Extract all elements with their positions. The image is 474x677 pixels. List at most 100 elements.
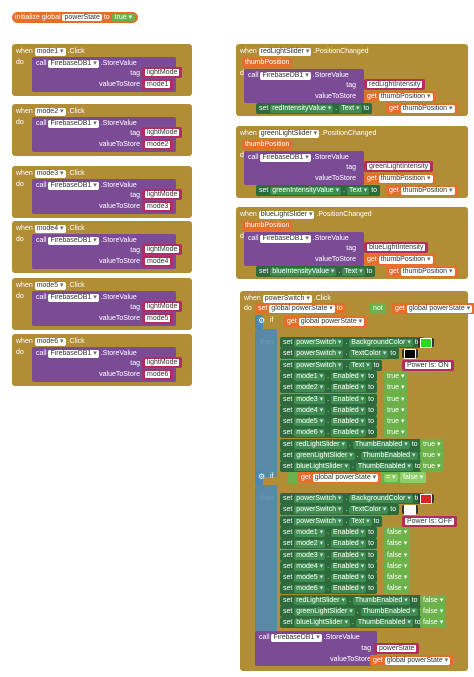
component-dropdown[interactable]: powerSwitch <box>294 495 344 503</box>
get-global-powerState[interactable]: get global powerState <box>284 316 368 327</box>
component-dropdown[interactable]: blueLightSlider <box>258 211 315 219</box>
property-dropdown[interactable]: Text <box>339 105 362 113</box>
storevalue-call[interactable]: call FirebaseDB1 .StoreValuetagvalueToSt… <box>32 179 183 214</box>
get-thumbPosition[interactable]: get thumbPosition <box>386 266 458 277</box>
property-dropdown[interactable]: Text <box>342 268 365 276</box>
boolean-block[interactable]: true ▾ <box>384 416 408 428</box>
component-dropdown[interactable]: mode1 <box>294 372 326 381</box>
gear-icon[interactable]: ⚙ <box>258 316 266 325</box>
property-dropdown[interactable]: Enabled <box>331 574 367 583</box>
equals-dropdown[interactable]: = <box>384 472 398 483</box>
firebase-dropdown[interactable]: FirebaseDB1 <box>260 72 311 80</box>
component-dropdown[interactable]: mode2 <box>34 108 66 116</box>
value-string[interactable]: mode4 <box>142 256 174 267</box>
set-powerSwitch-Text[interactable]: set powerSwitch . Text to <box>280 359 383 371</box>
component-dropdown[interactable]: blueLightSlider <box>294 619 351 628</box>
component-dropdown[interactable]: blueIntensityValue <box>270 268 337 276</box>
component-dropdown[interactable]: powerSwitch <box>294 506 344 515</box>
tag-string[interactable]: lightMode <box>142 127 183 138</box>
component-dropdown[interactable]: powerSwitch <box>262 295 312 303</box>
boolean-block[interactable]: false ▾ <box>384 560 411 572</box>
property-dropdown[interactable]: ThumbEnabled <box>352 440 410 449</box>
component-dropdown[interactable]: greenLightSlider <box>294 608 355 616</box>
component-dropdown[interactable]: greenIntensityValue <box>270 187 342 195</box>
property-dropdown[interactable]: Enabled <box>331 372 367 381</box>
get-thumbPosition[interactable]: get thumbPosition <box>364 91 436 102</box>
text-string[interactable]: Power Is: ON <box>402 359 454 371</box>
property-dropdown[interactable]: ThumbEnabled <box>355 463 413 472</box>
property-dropdown[interactable]: Enabled <box>331 540 367 549</box>
component-dropdown[interactable]: mode5 <box>294 574 326 583</box>
tag-string[interactable]: greenLightIntensity <box>364 161 434 172</box>
gear-icon[interactable]: ⚙ <box>258 472 266 481</box>
variable-name-field[interactable]: powerState <box>62 14 102 21</box>
set-powerSwitch-TextColor[interactable]: set powerSwitch . TextColor to <box>280 504 400 516</box>
storevalue-call[interactable]: call FirebaseDB1 .StoreValuetagvalueToSt… <box>244 232 364 266</box>
storevalue-call[interactable]: call FirebaseDB1 .StoreValuetagvalueToSt… <box>32 117 183 152</box>
property-dropdown[interactable]: Enabled <box>331 406 367 415</box>
component-dropdown[interactable]: mode6 <box>294 585 326 594</box>
firebase-dropdown[interactable]: FirebaseDB1 <box>48 120 99 128</box>
set-blueLightSlider-ThumbEnabled[interactable]: set blueLightSlider . ThumbEnabled to <box>280 617 424 629</box>
color-block[interactable] <box>418 494 434 504</box>
component-dropdown[interactable]: mode1 <box>34 48 66 56</box>
component-dropdown[interactable]: mode5 <box>34 282 66 290</box>
property-dropdown[interactable]: Text <box>349 517 372 526</box>
component-dropdown[interactable]: mode2 <box>294 540 326 549</box>
firebase-dropdown[interactable]: FirebaseDB1 <box>48 294 99 302</box>
greenLightSlider-event[interactable]: when greenLightSlider .PositionChangedth… <box>236 126 468 198</box>
boolean-block[interactable]: true ▾ <box>384 393 408 405</box>
set-mode5-Enabled[interactable]: set mode5 . Enabled to <box>280 416 377 428</box>
eq-text[interactable]: = <box>384 474 398 482</box>
get-dropdown[interactable]: thumbPosition <box>400 105 455 113</box>
firebase-dropdown[interactable]: FirebaseDB1 <box>271 634 322 642</box>
firebase-dropdown[interactable]: FirebaseDB1 <box>48 182 99 190</box>
component-dropdown[interactable]: blueLightSlider <box>294 463 351 472</box>
get-dropdown[interactable]: thumbPosition <box>400 187 455 195</box>
get-dropdown[interactable]: thumbPosition <box>378 175 433 183</box>
not-block[interactable]: not <box>370 303 386 314</box>
set-blueIntensityValue-text[interactable]: set blueIntensityValue . Text to <box>256 266 376 277</box>
property-dropdown[interactable]: TextColor <box>349 506 389 515</box>
set-mode6-Enabled[interactable]: set mode6 . Enabled to <box>280 427 377 439</box>
set-powerSwitch-BackgroundColor[interactable]: set powerSwitch . BackgroundColor to <box>280 493 424 504</box>
component-dropdown[interactable]: mode4 <box>294 406 326 415</box>
set-mode6-Enabled[interactable]: set mode6 . Enabled to <box>280 583 377 595</box>
storevalue-call[interactable]: call FirebaseDB1 .StoreValuetagvalueToSt… <box>32 234 183 269</box>
color-swatch[interactable] <box>404 505 416 516</box>
boolean-block[interactable]: true ▾ <box>420 450 444 461</box>
param-thumbPosition[interactable]: thumbPosition <box>242 140 293 150</box>
set-mode1-Enabled[interactable]: set mode1 . Enabled to <box>280 526 377 538</box>
get-thumbPosition[interactable]: get thumbPosition <box>364 254 436 265</box>
if-block-off[interactable] <box>255 471 263 485</box>
set-mode4-Enabled[interactable]: set mode4 . Enabled to <box>280 404 377 416</box>
component-dropdown[interactable]: powerSwitch <box>294 339 344 347</box>
boolean-block[interactable]: true ▾ <box>384 427 408 439</box>
boolean-block[interactable]: false ▾ <box>384 572 411 584</box>
property-dropdown[interactable]: Enabled <box>331 418 367 427</box>
color-swatch[interactable] <box>420 494 432 504</box>
variable-dropdown[interactable]: global powerState <box>406 305 473 313</box>
property-dropdown[interactable]: Enabled <box>331 395 367 404</box>
component-dropdown[interactable]: greenLightSlider <box>258 130 320 138</box>
component-dropdown[interactable]: powerSwitch <box>294 350 344 359</box>
tag-string[interactable]: blueLightIntensity <box>364 242 429 253</box>
variable-dropdown[interactable]: global powerState <box>269 305 335 313</box>
boolean-block[interactable]: true ▾ <box>384 370 408 382</box>
property-dropdown[interactable]: BackgroundColor <box>349 495 413 503</box>
component-dropdown[interactable]: mode4 <box>294 562 326 571</box>
set-redLightSlider-ThumbEnabled[interactable]: set redLightSlider . ThumbEnabled to <box>280 438 421 450</box>
tag-string[interactable]: lightMode <box>142 357 183 368</box>
component-dropdown[interactable]: mode2 <box>294 384 326 393</box>
set-mode1-Enabled[interactable]: set mode1 . Enabled to <box>280 370 377 382</box>
property-dropdown[interactable]: Enabled <box>331 528 367 537</box>
boolean-block[interactable]: false ▾ <box>420 617 447 629</box>
color-block[interactable] <box>402 505 418 516</box>
property-dropdown[interactable]: Text <box>346 187 370 195</box>
if-block-on[interactable] <box>255 315 263 329</box>
storevalue-call[interactable]: call FirebaseDB1 .StoreValuetagvalueToSt… <box>244 151 364 185</box>
boolean-block[interactable]: true ▾ <box>384 404 408 416</box>
